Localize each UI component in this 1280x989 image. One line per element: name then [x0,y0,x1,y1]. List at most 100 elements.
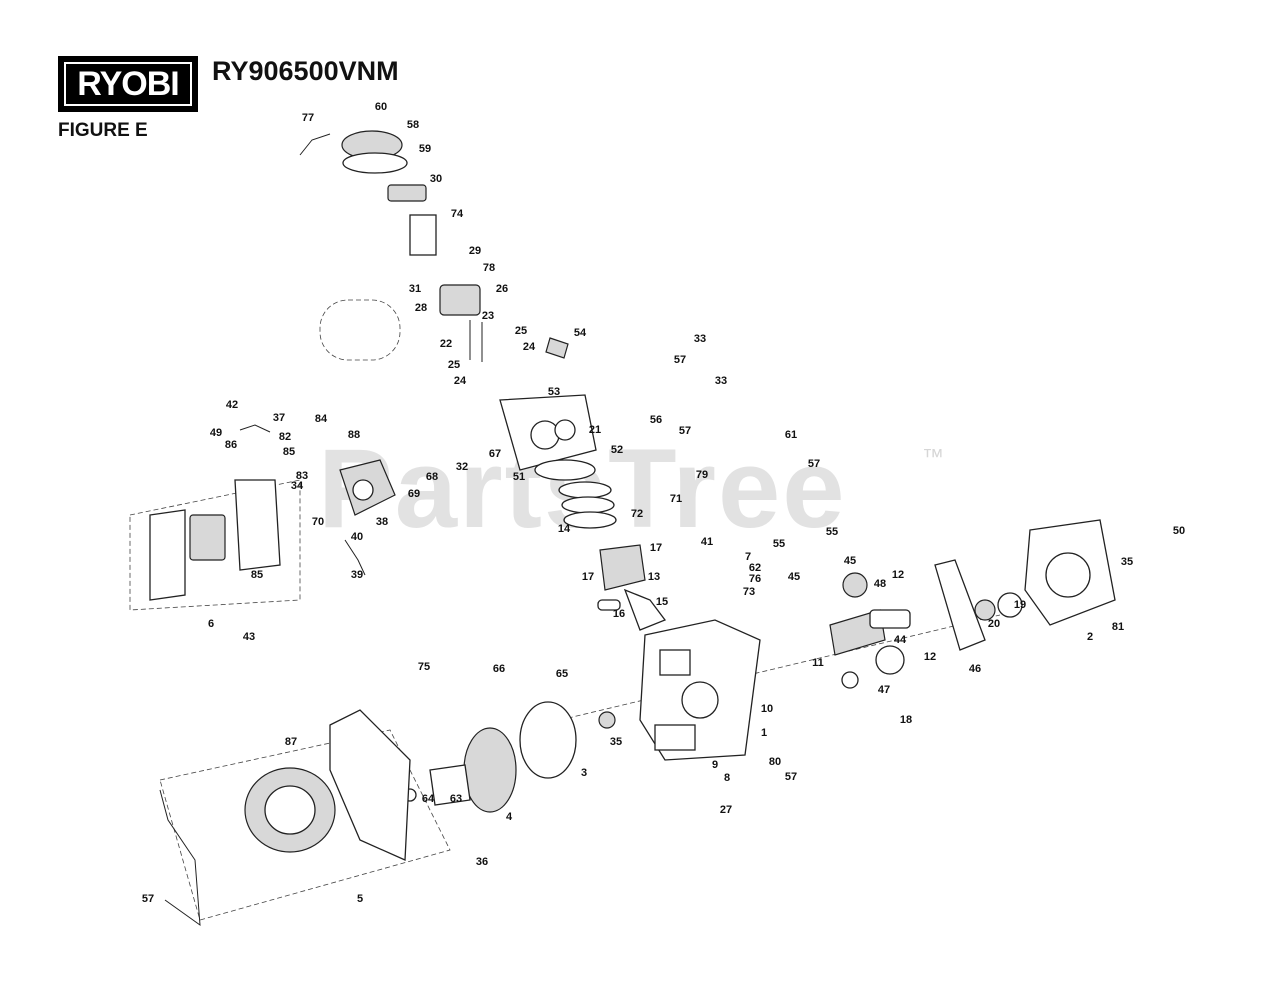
callout-33: 33 [715,375,727,387]
callout-77: 77 [302,112,314,124]
callout-31: 31 [409,283,421,295]
callout-62: 62 [749,562,761,574]
callout-17: 17 [650,542,662,554]
callout-33: 33 [694,333,706,345]
valve-springs [439,284,481,316]
callout-9: 9 [712,759,718,771]
callout-63: 63 [450,793,462,805]
callout-76: 76 [749,573,761,585]
callout-49: 49 [210,427,222,439]
callout-7: 7 [745,551,751,563]
callout-6: 6 [208,618,214,630]
callout-69: 69 [408,488,420,500]
callout-38: 38 [376,516,388,528]
fuel-line [344,539,366,576]
callout-27: 27 [720,804,732,816]
callout-32: 32 [456,461,468,473]
callout-35: 35 [610,736,622,748]
callout-82: 82 [279,431,291,443]
callout-53: 53 [548,386,560,398]
callout-57: 57 [785,771,797,783]
callout-43: 43 [243,631,255,643]
callout-79: 79 [696,469,708,481]
callout-1: 1 [761,727,767,739]
callout-55: 55 [826,526,838,538]
callout-67: 67 [489,448,501,460]
callout-50: 50 [1173,525,1185,537]
callout-4: 4 [506,811,513,823]
callout-13: 13 [648,571,660,583]
callout-44: 44 [894,634,907,646]
callout-81: 81 [1112,621,1124,633]
callout-46: 46 [969,663,981,675]
callout-65: 65 [556,668,568,680]
callout-70: 70 [312,516,324,528]
callout-25: 25 [515,325,527,337]
callout-25: 25 [448,359,460,371]
callout-71: 71 [670,493,682,505]
callout-66: 66 [493,663,505,675]
callout-47: 47 [878,684,890,696]
callout-45: 45 [844,555,856,567]
callout-85: 85 [251,569,263,581]
callout-17: 17 [582,571,594,583]
callout-78: 78 [483,262,495,274]
push-rods [409,214,437,256]
callout-58: 58 [407,119,419,131]
callout-85: 85 [283,446,295,458]
callout-34: 34 [291,480,304,492]
callout-3: 3 [581,767,587,779]
callout-61: 61 [785,429,797,441]
callout-84: 84 [315,413,328,425]
callout-64: 64 [422,793,435,805]
callout-12: 12 [924,651,936,663]
callout-29: 29 [469,245,481,257]
recoil-starter-outline [159,729,451,921]
callout-57: 57 [674,354,686,366]
callout-59: 59 [419,143,431,155]
air-filter [149,479,281,601]
piston [599,544,646,591]
callout-40: 40 [351,531,363,543]
callout-11: 11 [812,657,824,669]
crankshaft-assembly [829,572,911,689]
callout-30: 30 [430,173,442,185]
callout-80: 80 [769,756,781,768]
callout-48: 48 [874,578,886,590]
callout-19: 19 [1014,599,1026,611]
piston-pin [597,599,621,611]
spark-plug [545,337,569,359]
callout-87: 87 [285,736,297,748]
cover-gasket [342,152,408,174]
callout-5: 5 [357,893,363,905]
callout-54: 54 [574,327,587,339]
callout-57: 57 [808,458,820,470]
callout-52: 52 [611,444,623,456]
axis-line [559,614,1001,721]
callout-51: 51 [513,471,525,483]
engine-block [639,619,761,761]
callout-60: 60 [375,101,387,113]
callout-21: 21 [589,424,601,436]
ryobi-logo: RYOBI [58,56,198,112]
callout-24: 24 [523,341,536,353]
callout-73: 73 [743,586,755,598]
callout-24: 24 [454,375,467,387]
valve-cover-inset [319,299,401,361]
carburetor-assembly [239,424,396,576]
callout-35: 35 [1121,556,1133,568]
choke-linkage [239,424,271,433]
callout-88: 88 [348,429,360,441]
callout-37: 37 [273,412,285,424]
callout-75: 75 [418,661,430,673]
callout-28: 28 [415,302,427,314]
connecting-rod [623,588,667,631]
camshaft-gear [842,572,868,598]
callout-57: 57 [142,893,154,905]
callout-45: 45 [788,571,800,583]
breather-tube [299,133,331,156]
callout-57: 57 [679,425,691,437]
callout-42: 42 [226,399,238,411]
